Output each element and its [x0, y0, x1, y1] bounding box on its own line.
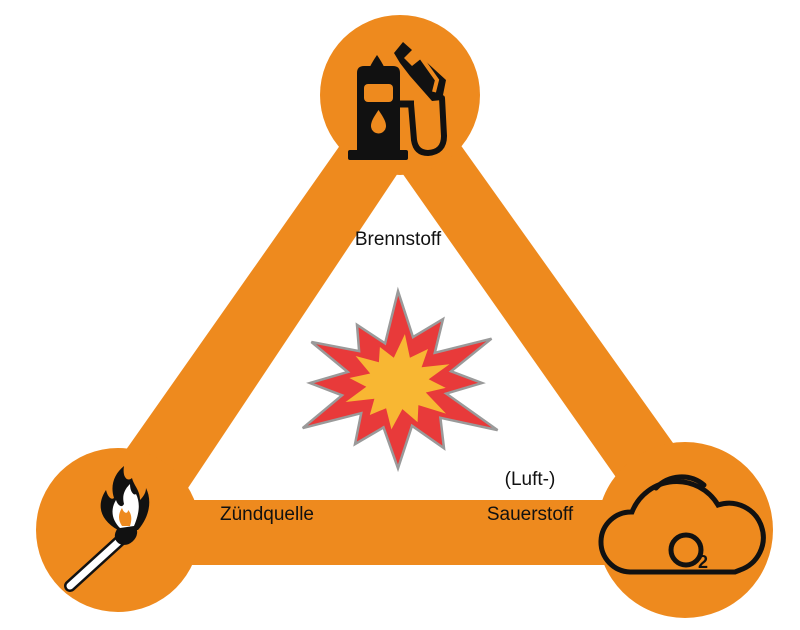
o2-subscript: 2 — [698, 552, 708, 572]
o2-cloud-icon — [598, 474, 766, 575]
fuel-label: Brennstoff — [355, 229, 442, 250]
oxygen-circle — [597, 442, 773, 618]
oxygen-label-line2: Sauerstoff — [487, 504, 574, 525]
explosion-icon — [301, 286, 499, 473]
fuel-pump-icon — [348, 42, 448, 160]
oxygen-label-line1: (Luft-) — [505, 469, 556, 490]
burning-match-icon — [64, 466, 150, 592]
ignition-label: Zündquelle — [220, 504, 314, 525]
